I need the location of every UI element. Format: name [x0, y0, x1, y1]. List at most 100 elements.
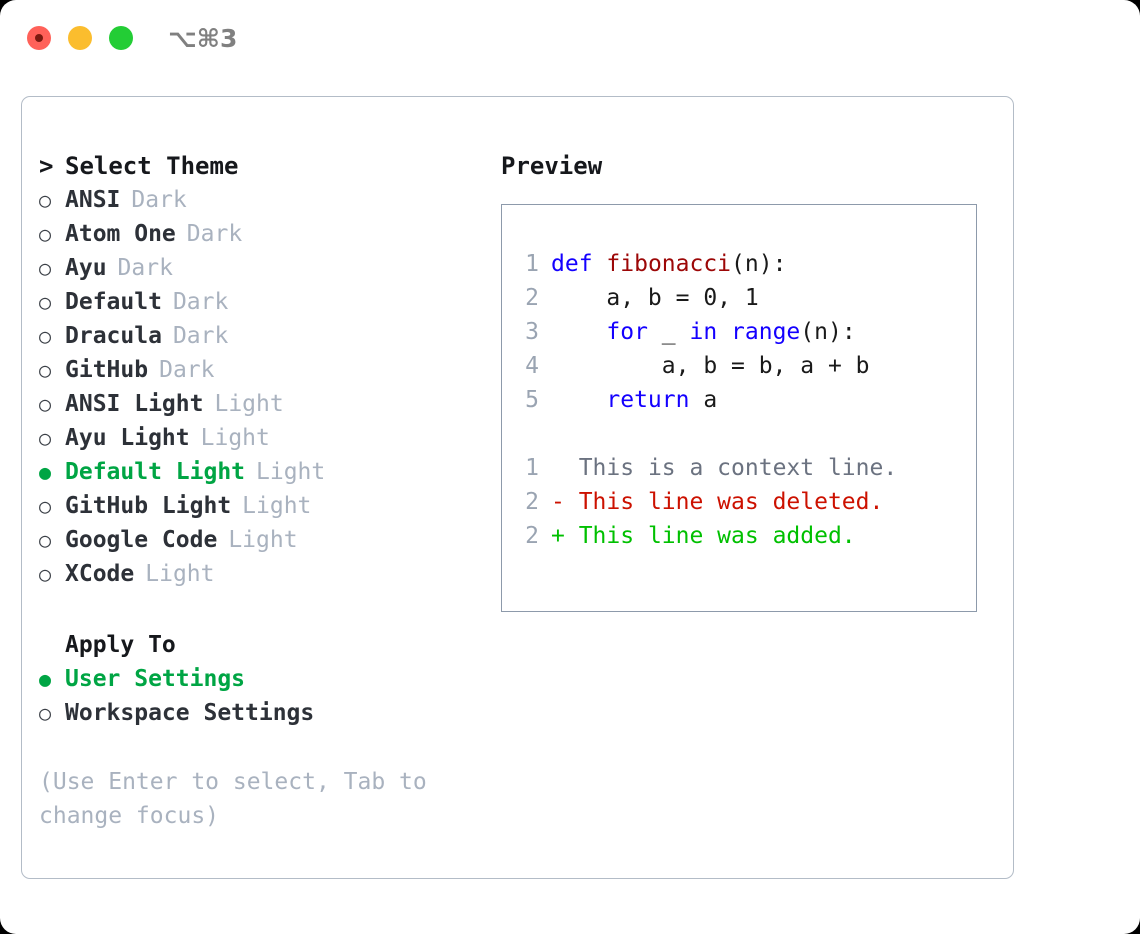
radio-selected-icon: ● [39, 460, 52, 484]
maximize-window-button[interactable] [109, 26, 133, 50]
theme-option-default-light[interactable]: ● Default Light Light [39, 455, 489, 489]
code-line: 5 return a [513, 383, 897, 417]
apply-to-option-list: ● User Settings ○ Workspace Settings [39, 662, 489, 730]
theme-name-label: ANSI Light [65, 391, 204, 417]
radio-unselected-icon: ○ [39, 188, 52, 212]
radio-unselected-icon: ○ [39, 528, 52, 552]
close-window-button[interactable] [27, 26, 51, 50]
code-token: return [606, 387, 690, 413]
keyboard-shortcut-label: ⌥⌘3 [168, 24, 238, 53]
theme-name-label: Default Light [65, 459, 246, 485]
minimize-window-button[interactable] [68, 26, 92, 50]
radio-selected-icon: ● [39, 667, 52, 691]
code-token: a [689, 387, 718, 413]
title-bar: ⌥⌘3 [0, 0, 1140, 78]
theme-name-label: GitHub [65, 357, 149, 383]
line-number: 4 [525, 353, 539, 379]
theme-variant-label: Dark [172, 289, 229, 315]
radio-unselected-icon: ○ [39, 701, 52, 725]
code-token [717, 319, 731, 345]
code-token: _ [647, 319, 690, 345]
theme-name-label: Ayu Light [65, 425, 190, 451]
theme-option-ansi[interactable]: ○ ANSI Dark [39, 183, 489, 217]
theme-variant-label: Light [228, 527, 298, 553]
theme-variant-label: Dark [159, 357, 215, 383]
apply-to-option-user-settings[interactable]: ● User Settings [39, 662, 489, 696]
diff-marker [551, 455, 565, 481]
apply-to-label: Workspace Settings [65, 700, 315, 726]
code-line: 4 a, b = b, a + b [513, 349, 897, 383]
theme-variant-label: Light [214, 391, 284, 417]
code-token [551, 387, 606, 413]
radio-unselected-icon: ○ [39, 392, 52, 416]
theme-name-label: GitHub Light [65, 493, 232, 519]
line-number: 1 [525, 455, 539, 481]
line-number: 2 [525, 523, 539, 549]
code-line: 3 for _ in range(n): [513, 315, 897, 349]
theme-option-github[interactable]: ○ GitHub Dark [39, 353, 489, 387]
theme-name-label: Atom One [65, 221, 176, 247]
code-token: for [606, 319, 648, 345]
code-diff-separator [513, 417, 897, 451]
theme-variant-label: Light [145, 561, 215, 587]
diff-line-ctx: 1 This is a context line. [513, 451, 897, 485]
radio-unselected-icon: ○ [39, 358, 52, 382]
theme-name-label: Google Code [65, 527, 218, 553]
diff-text: This is a context line. [564, 455, 898, 481]
diff-line-del: 2- This line was deleted. [513, 485, 897, 519]
code-token: a, b = 0, 1 [551, 285, 759, 311]
theme-option-ansi-light[interactable]: ○ ANSI Light Light [39, 387, 489, 421]
line-number: 2 [525, 489, 539, 515]
select-theme-heading: > Select Theme [39, 149, 489, 183]
code-token: def [551, 251, 593, 277]
diff-marker: - [551, 489, 565, 515]
theme-name-label: Ayu [65, 255, 107, 281]
line-number: 3 [525, 319, 539, 345]
line-number: 2 [525, 285, 539, 311]
diff-text: This line was deleted. [564, 489, 884, 515]
theme-option-default[interactable]: ○ Default Dark [39, 285, 489, 319]
traffic-lights [27, 26, 133, 50]
code-token: a, b = b, a + b [551, 353, 870, 379]
code-token: in [689, 319, 718, 345]
theme-variant-label: Dark [172, 323, 229, 349]
theme-variant-label: Dark [117, 255, 173, 281]
radio-unselected-icon: ○ [39, 324, 52, 348]
diff-line-add: 2+ This line was added. [513, 519, 897, 553]
theme-option-google-code[interactable]: ○ Google Code Light [39, 523, 489, 557]
radio-unselected-icon: ○ [39, 290, 52, 314]
theme-name-label: XCode [65, 561, 135, 587]
theme-option-ayu-light[interactable]: ○ Ayu Light Light [39, 421, 489, 455]
select-theme-heading-label: Select Theme [65, 152, 239, 180]
theme-variant-label: Light [200, 425, 270, 451]
keyboard-hint-text: (Use Enter to select, Tab to change focu… [39, 769, 427, 829]
apply-to-label: User Settings [65, 666, 246, 692]
caret-icon: > [39, 152, 54, 180]
theme-variant-label: Dark [131, 187, 187, 213]
theme-variant-label: Light [256, 459, 326, 485]
line-number: 5 [525, 387, 539, 413]
apply-to-heading: Apply To [65, 632, 176, 658]
radio-unselected-icon: ○ [39, 426, 52, 450]
apply-to-option-workspace-settings[interactable]: ○ Workspace Settings [39, 696, 489, 730]
code-token [551, 319, 606, 345]
code-token [593, 251, 607, 277]
theme-variant-label: Dark [186, 221, 243, 247]
code-token: (n): [731, 251, 787, 277]
theme-name-label: ANSI [65, 187, 121, 213]
theme-name-label: Default [65, 289, 162, 315]
line-number: 1 [525, 251, 539, 277]
